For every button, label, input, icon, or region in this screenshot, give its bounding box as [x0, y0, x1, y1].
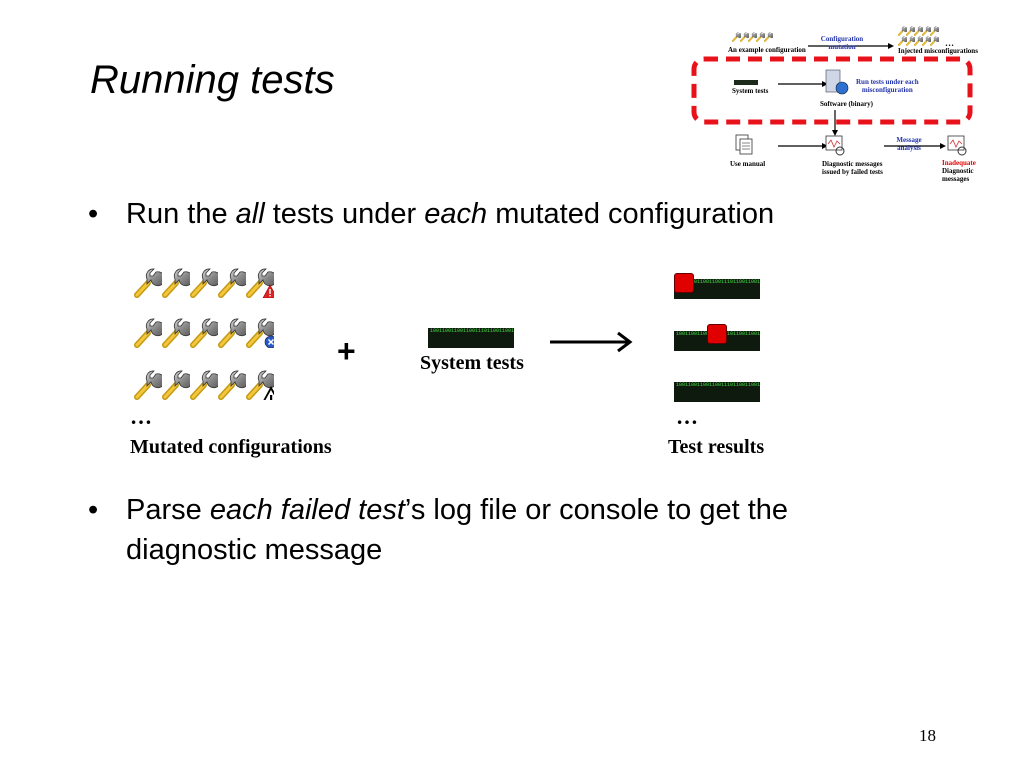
failure-marker-icon: [707, 324, 727, 344]
wrench-icon: [190, 318, 218, 348]
wrench-icon: [218, 370, 246, 400]
wrench-icon: [162, 318, 190, 348]
mini-example-config: An example configuration: [728, 46, 806, 54]
slide-title: Running tests: [90, 58, 335, 102]
failure-marker-icon: [674, 273, 694, 293]
mutated-config-row-2: [134, 318, 274, 348]
system-tests-icon: 1001100110011001110110011001100101010110…: [428, 328, 514, 348]
mutated-config-row-3: [134, 370, 274, 400]
mini-use-manual: Use manual: [730, 160, 766, 168]
bullet1-mid: tests under: [264, 198, 425, 230]
bullet1-suffix: mutated configuration: [487, 198, 775, 230]
bullet1-em-each: each: [424, 198, 488, 230]
mini-injected: Injected misconfigurations: [898, 47, 978, 55]
inadequate-icon: [947, 135, 967, 156]
results-ellipsis: …: [676, 404, 698, 429]
right-arrow-icon: [550, 331, 633, 353]
overview-diagram: …: [690, 22, 980, 192]
mini-inadequate-block: Inadequate Diagnostic messages: [942, 159, 976, 183]
test-result-strip: 1001100110011001110110011001100101010110…: [674, 382, 760, 402]
mutated-configs-label: Mutated configurations: [130, 436, 332, 458]
mini-software: Software (binary): [820, 100, 873, 108]
bullet-marker: •: [88, 494, 99, 526]
software-icon: [825, 69, 849, 95]
wrench-icon: [134, 318, 162, 348]
wrench-warning-icon: [246, 268, 274, 298]
bullet1-prefix: Run the: [126, 198, 236, 230]
example-config-icon: [732, 32, 773, 42]
page-number: 18: [919, 726, 936, 745]
system-tests-label: System tests: [420, 352, 524, 374]
wrench-error-icon: [246, 318, 274, 348]
mutated-config-row-1: [134, 268, 274, 298]
svg-text:…: …: [945, 38, 954, 48]
bullet2-line2: diagnostic message: [126, 534, 383, 566]
bullet1-em-all: all: [235, 198, 265, 230]
wrench-alert-icon: [246, 370, 274, 400]
mutated-ellipsis: …: [130, 404, 152, 429]
wrench-icon: [162, 370, 190, 400]
bullet2-suffix: ’s log file or console to get the: [404, 494, 789, 526]
wrench-icon: [218, 318, 246, 348]
wrench-icon: [190, 370, 218, 400]
diag-msg-icon: [825, 135, 845, 156]
system-tests-icon: [734, 80, 758, 85]
bullet2-prefix: Parse: [126, 494, 210, 526]
plus-sign: +: [337, 333, 356, 369]
test-results-label: Test results: [668, 436, 765, 458]
bullet-run-tests: • Run the all tests under each mutated c…: [88, 194, 775, 234]
wrench-icon: [134, 370, 162, 400]
bullet-marker: •: [88, 198, 99, 230]
manual-icon: [735, 134, 753, 155]
overview-svg: …: [691, 26, 973, 156]
bullet-parse-logs: • Parse each failed test’s log file or c…: [88, 490, 789, 570]
test-result-strip: 1001100110011001110110011001100101010110…: [674, 279, 760, 299]
wrench-icon: [190, 268, 218, 298]
highlight-box: [691, 56, 973, 125]
injected-config-icons: [898, 26, 939, 46]
wrench-icon: [162, 268, 190, 298]
bullet2-em: each failed test: [209, 494, 405, 526]
wrench-icon: [218, 268, 246, 298]
wrench-icon: [134, 268, 162, 298]
mini-system-tests: System tests: [732, 87, 769, 95]
